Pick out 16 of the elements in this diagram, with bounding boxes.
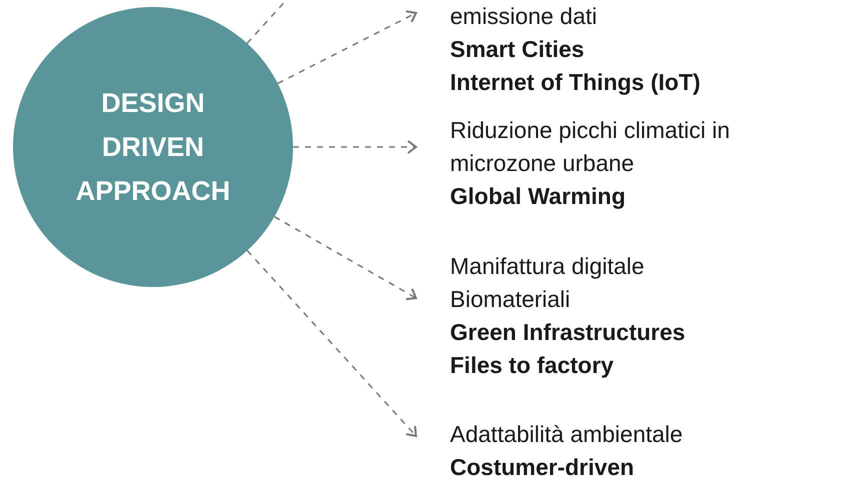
topic-keyword: Smart Cities bbox=[450, 35, 584, 64]
topic-description: Biomateriali bbox=[450, 285, 570, 314]
dashed-arrow bbox=[274, 216, 417, 300]
topic-description: Manifattura digitale bbox=[450, 252, 644, 281]
topic-description: emissione dati bbox=[450, 2, 598, 31]
dashed-arrow bbox=[246, 250, 417, 437]
topic-description: Adattabilità ambientale bbox=[450, 420, 683, 449]
topic-keyword: Green Infrastructures bbox=[450, 318, 686, 347]
topic-keyword: Costumer-driven bbox=[450, 453, 634, 482]
topic-keyword: Internet of Things (IoT) bbox=[450, 68, 700, 97]
dashed-arrow bbox=[277, 10, 417, 84]
topic-description: Riduzione picchi climatici in microzone urbane bbox=[450, 116, 731, 178]
circle-title: DESIGN DRIVEN APPROACH bbox=[74, 87, 232, 208]
dashed-arrow bbox=[293, 140, 417, 154]
topic-keyword: Global Warming bbox=[450, 182, 626, 211]
topic-keyword: Files to factory bbox=[450, 351, 614, 380]
